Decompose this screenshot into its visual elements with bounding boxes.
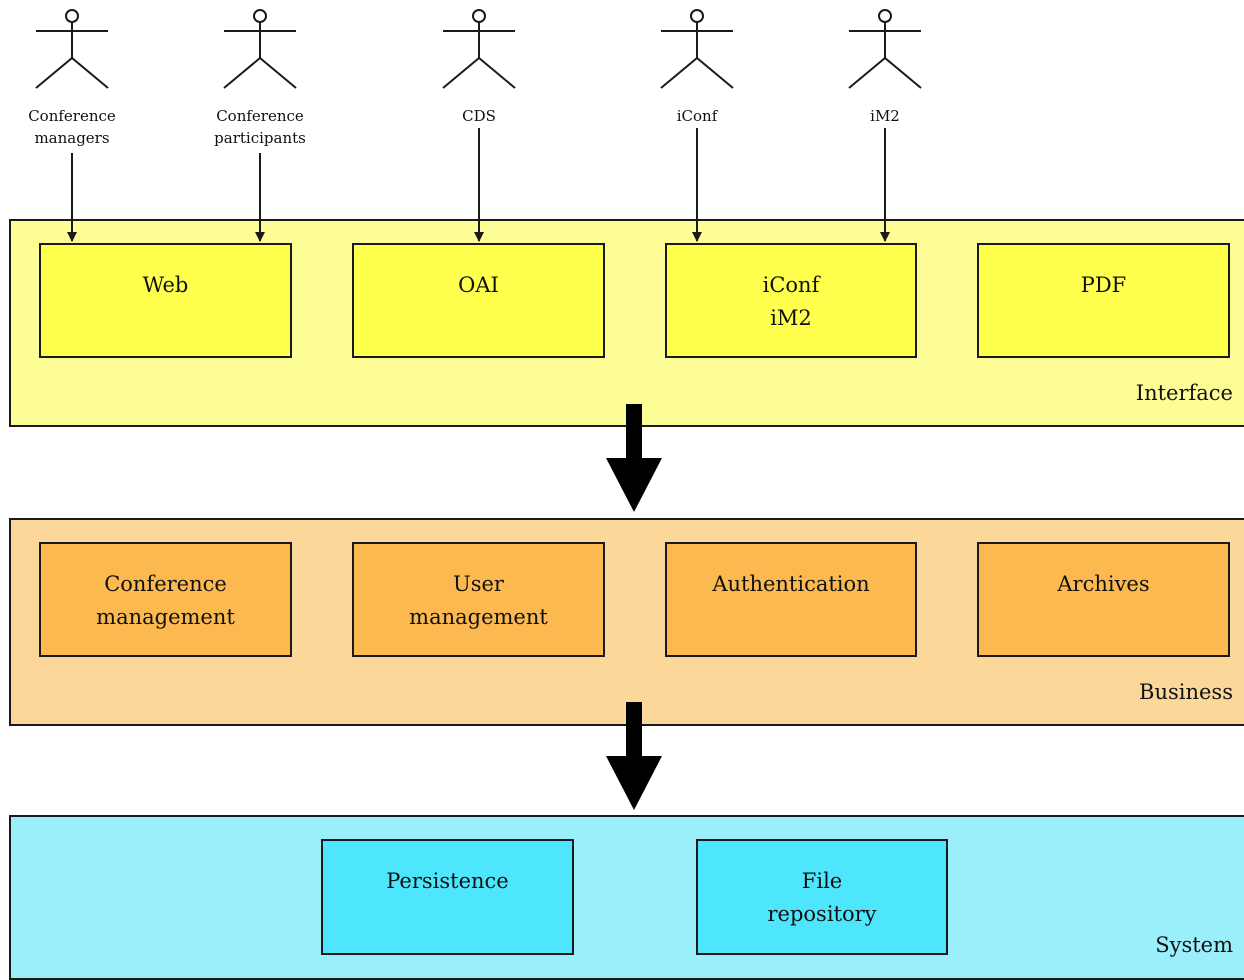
system-layer: System — [9, 815, 1244, 980]
oai-box: OAI — [352, 243, 605, 358]
conference-management-box: Conference management — [39, 542, 292, 657]
actor-im2-icon — [848, 9, 922, 89]
oai-box-label: OAI — [458, 273, 499, 297]
actor-conference-managers-icon — [35, 9, 109, 89]
actor-iconf-icon — [660, 9, 734, 89]
iconf-im2-box: iConf iM2 — [665, 243, 917, 358]
actor-label-conference-participants: Conference participants — [190, 105, 330, 149]
user-management-box: User management — [352, 542, 605, 657]
actor-label-conference-managers: Conference managers — [2, 105, 142, 149]
persistence-label: Persistence — [386, 869, 509, 893]
actor-label-line: CDS — [462, 107, 496, 125]
user-management-line-1: User — [453, 572, 504, 596]
archives-label: Archives — [1057, 572, 1150, 596]
authentication-box: Authentication — [665, 542, 917, 657]
system-layer-label: System — [1155, 933, 1233, 957]
business-layer-label: Business — [1139, 680, 1233, 704]
iconf-box-label: iConf — [762, 273, 820, 297]
web-box: Web — [39, 243, 292, 358]
conference-management-line-1: Conference — [104, 572, 227, 596]
actor-label-line: Conference — [216, 107, 304, 125]
file-repository-box: File repository — [696, 839, 948, 955]
web-box-label: Web — [142, 273, 189, 297]
actor-label-cds: CDS — [409, 105, 549, 127]
persistence-box: Persistence — [321, 839, 574, 955]
user-management-line-2: management — [409, 605, 548, 629]
file-repository-line-1: File — [801, 869, 843, 893]
authentication-label: Authentication — [712, 572, 870, 596]
conference-management-line-2: management — [96, 605, 235, 629]
actor-label-line: managers — [34, 129, 110, 147]
actor-cds-icon — [442, 9, 516, 89]
actor-label-iconf: iConf — [627, 105, 767, 127]
actor-conference-participants-icon — [223, 9, 297, 89]
actor-label-line: Conference — [28, 107, 116, 125]
actor-label-im2: iM2 — [815, 105, 955, 127]
arrow-business-to-system — [606, 702, 662, 810]
archives-box: Archives — [977, 542, 1230, 657]
pdf-box: PDF — [977, 243, 1230, 358]
arrow-interface-to-business — [606, 404, 662, 512]
im2-box-label: iM2 — [770, 306, 812, 330]
file-repository-line-2: repository — [767, 902, 877, 926]
actor-label-line: iM2 — [870, 107, 900, 125]
actor-label-line: iConf — [676, 107, 718, 125]
interface-layer-label: Interface — [1135, 381, 1233, 405]
actor-label-line: participants — [214, 129, 306, 147]
pdf-box-label: PDF — [1080, 273, 1127, 297]
